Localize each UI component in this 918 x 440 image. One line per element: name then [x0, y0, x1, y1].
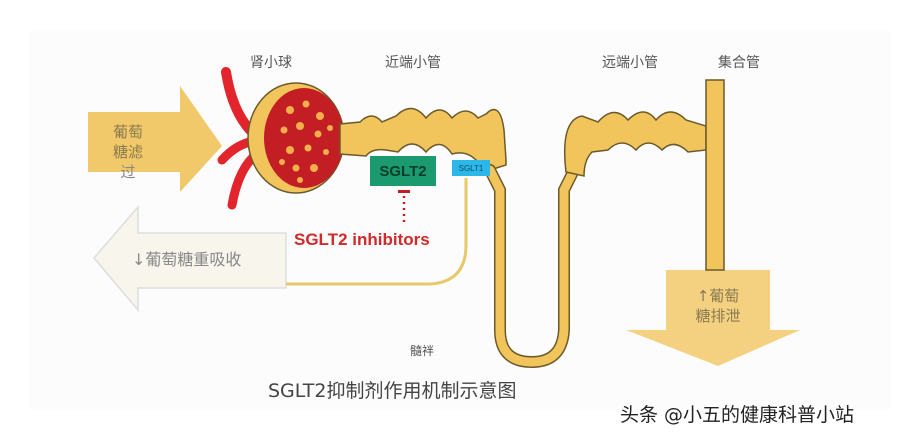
filtration-text-line3: 过 — [120, 163, 136, 181]
excretion-text-line1: ↑葡萄 — [696, 287, 740, 305]
excretion-arrow — [626, 270, 800, 366]
collecting-duct — [705, 79, 725, 271]
distal-tubule — [563, 111, 707, 177]
glomerulus-texture — [279, 100, 333, 183]
sglt1-transporter: SGLT1 — [452, 160, 490, 176]
filtration-arrow — [88, 86, 222, 192]
filtration-text-line2: 糖滤 — [112, 143, 143, 161]
label-distal-tubule: 远端小管 — [602, 55, 658, 71]
diagram-caption: SGLT2抑制剂作用机制示意图 — [268, 380, 517, 402]
label-glomerulus: 肾小球 — [250, 55, 292, 71]
sglt2-inhibitors-label: SGLT2 inhibitors — [294, 230, 430, 249]
sglt2-transporter: SGLT2 — [370, 156, 436, 186]
excretion-text-line2: 糖排泄 — [695, 307, 741, 325]
reabsorption-text: ↓葡萄糖重吸收 — [132, 250, 242, 269]
excretion-text: ↑葡萄 糖排泄 — [680, 286, 756, 326]
filtration-text-line1: 葡萄 — [112, 123, 143, 141]
reabsorption-path — [286, 178, 468, 286]
filtration-text: 葡萄 糖滤 过 — [98, 122, 158, 182]
proximal-tubule — [339, 107, 507, 171]
label-proximal-tubule: 近端小管 — [385, 55, 441, 71]
label-collecting-duct: 集合管 — [718, 55, 760, 71]
reabsorption-arrow — [93, 204, 287, 313]
watermark: 头条 @小五的健康科普小站 — [620, 404, 855, 426]
label-loop-of-henle: 髓袢 — [410, 344, 435, 358]
